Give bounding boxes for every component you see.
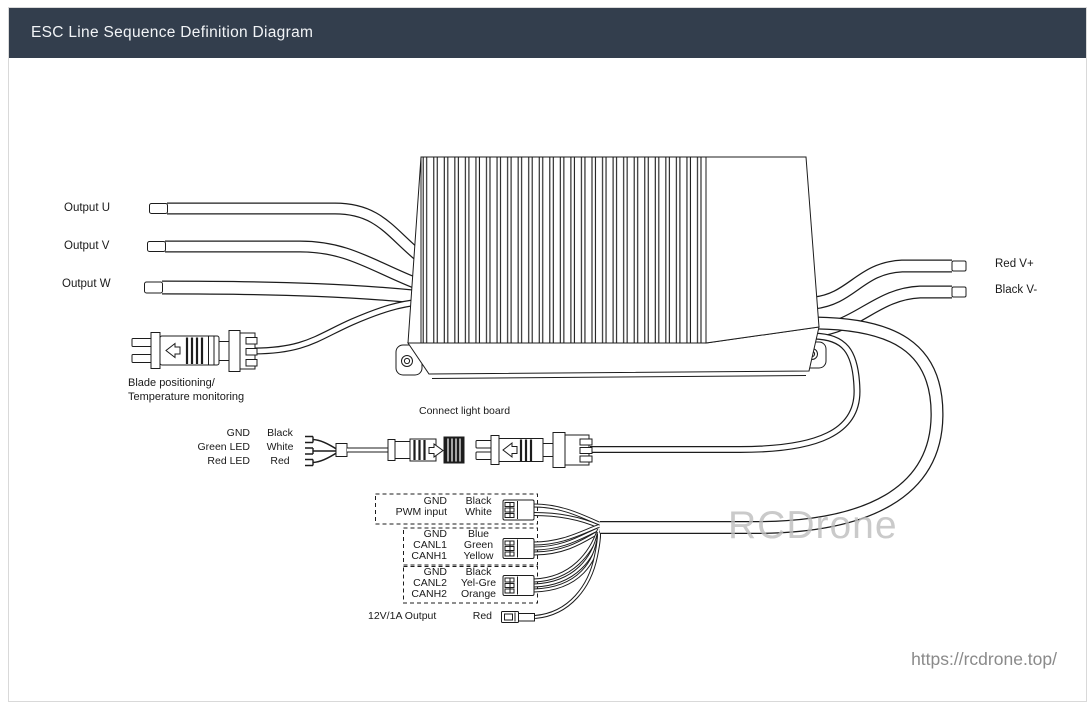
wire-caps: [144, 203, 967, 298]
arrow-right-icon: [428, 443, 444, 458]
lb-signal-gnd: GND: [226, 427, 250, 439]
can2-signal-canh2: CANH2: [411, 588, 447, 600]
header-bar: ESC Line Sequence Definition Diagram: [9, 8, 1086, 58]
lb-color-white: White: [266, 441, 294, 453]
site-url: https://rcdrone.top/: [911, 649, 1057, 669]
power-positive-label: Red V+: [995, 258, 1034, 270]
wire-output-u: [167, 202, 423, 261]
blade-positioning-label: Blade positioning/ Temperature monitorin…: [128, 377, 245, 404]
lb-color-red: Red: [270, 455, 290, 467]
can1-color-green: Green: [463, 539, 494, 551]
wire-red-vplus: [812, 259, 952, 310]
blade-positioning-cable: [252, 298, 421, 355]
aux-output-color: Red: [472, 610, 492, 622]
aux-12v-connector: [501, 611, 535, 623]
dashed-box-can1: [403, 527, 538, 566]
can2-color-orange: Orange: [460, 588, 497, 600]
arrow-left-icon: [165, 342, 181, 359]
pwm-signal-gnd: GND: [423, 495, 447, 507]
can1-signal-gnd: GND: [423, 527, 447, 540]
can1-color-yellow: Yellow: [463, 550, 494, 562]
arrow-left-icon: [502, 441, 518, 459]
can2-connector: [502, 575, 535, 596]
signal-sleeve-cable: [600, 316, 944, 534]
wire-output-w: [161, 280, 420, 304]
light-board-pigtail-connector: [305, 435, 465, 467]
can2-color-yelgre: Yel-Gre: [460, 577, 497, 589]
signal-fan-wires: [533, 503, 601, 619]
output-u-label: Output U: [64, 202, 111, 214]
connect-light-board-label: Connect light board: [419, 405, 511, 417]
lb-signal-red-led: Red LED: [207, 455, 250, 467]
esc-top-face: [705, 156, 820, 344]
output-v-label: Output V: [64, 240, 110, 252]
can2-signal-canl2: CANL2: [413, 577, 447, 589]
esc-heatsink-fins: [420, 156, 707, 344]
lb-signal-green-led: Green LED: [197, 441, 250, 453]
can1-color-blue: Blue: [467, 527, 489, 540]
page-title: ESC Line Sequence Definition Diagram: [31, 24, 314, 41]
blade-positioning-connector: [131, 330, 258, 372]
aux-output-label: 12V/1A Output: [368, 610, 437, 622]
dashed-box-can2: [403, 566, 538, 604]
esc-body: [395, 156, 827, 379]
watermark: RCDrone: [728, 504, 898, 547]
dashed-box-pwm: [375, 493, 538, 525]
pwm-color-black: Black: [465, 495, 492, 507]
pwm-connector: [502, 499, 535, 521]
power-negative-label: Black V-: [995, 283, 1038, 296]
can1-connector: [502, 538, 535, 559]
pwm-color-white: White: [465, 506, 492, 518]
output-w-label: Output W: [62, 278, 111, 290]
pwm-signal-input: PWM input: [395, 505, 447, 518]
wire-output-v: [165, 240, 421, 290]
can2-signal-gnd: GND: [423, 566, 447, 578]
light-board-socket-connector: [475, 432, 593, 468]
can1-signal-canh1: CANH1: [411, 549, 447, 562]
can2-color-black: Black: [465, 566, 492, 578]
lb-color-black: Black: [267, 427, 293, 439]
can1-signal-canl1: CANL1: [413, 538, 447, 551]
light-board-cable: [590, 332, 861, 453]
